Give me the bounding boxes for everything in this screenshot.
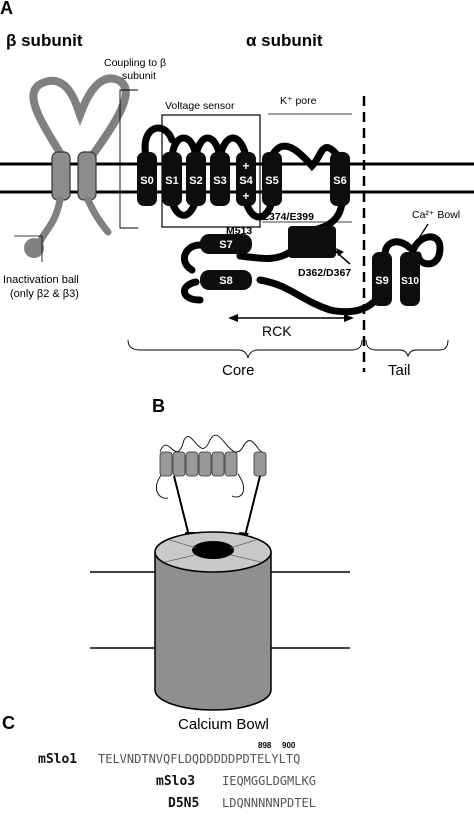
- segment-s2: S2: [186, 152, 206, 206]
- svg-text:S5: S5: [265, 175, 278, 187]
- svg-text:S2: S2: [189, 175, 202, 187]
- seq-name-d5n5: D5N5: [168, 796, 200, 811]
- seq-mslo1-text: TELVNDTNVQFLDQDDDDDPDTELYLTQ: [98, 752, 301, 766]
- svg-text:S7: S7: [219, 239, 232, 251]
- segment-s4: + S4 +: [236, 152, 256, 206]
- rck-arrow: [228, 314, 354, 322]
- channel-cylinder: [90, 531, 350, 711]
- ca-bowl-pointer: [413, 223, 429, 247]
- residue-900: 900: [282, 741, 296, 750]
- segment-s6: S6: [330, 152, 350, 206]
- d362-block: [288, 226, 351, 265]
- panel-a-label: A: [0, 0, 13, 18]
- voltage-sensor-label: Voltage sensor: [165, 100, 235, 112]
- seq-mslo3: IEQMGGLDGMLKG: [222, 774, 316, 788]
- seq-d5n5-text: LDQNNNNNPDTEL: [222, 796, 316, 810]
- svg-text:S6: S6: [333, 175, 346, 187]
- coupling-label-1: Coupling to β: [104, 57, 166, 69]
- segment-s8: S8: [200, 270, 252, 290]
- coupling-bracket: [119, 89, 138, 229]
- segment-s0: S0: [137, 152, 157, 206]
- beta-subunit-title: β subunit: [6, 31, 83, 50]
- rck-label: RCK: [262, 323, 292, 339]
- core-label: Core: [222, 362, 255, 379]
- tail-brace: [365, 339, 449, 358]
- svg-text:+: +: [242, 189, 249, 203]
- panel-b-label: B: [152, 396, 165, 416]
- segment-s3: S3: [210, 152, 230, 206]
- svg-text:S3: S3: [213, 175, 226, 187]
- seq-name-mslo3: mSlo3: [156, 774, 196, 789]
- svg-text:S10: S10: [401, 276, 419, 287]
- panel-c-label: C: [2, 713, 15, 733]
- segment-s1: S1: [162, 152, 182, 206]
- svg-text:S8: S8: [219, 275, 232, 287]
- segment-s7: S7: [200, 234, 252, 254]
- svg-text:S1: S1: [165, 175, 178, 187]
- calcium-bowl-title: Calcium Bowl: [178, 716, 269, 733]
- residue-898: 898: [258, 741, 272, 750]
- coupling-label-2: subunit: [122, 70, 156, 82]
- e374-label: E374/E399: [262, 211, 314, 223]
- alpha-subunit-title: α subunit: [246, 31, 323, 50]
- beta-subunit: [14, 74, 130, 262]
- ca-bowl-label: Ca²⁺ Bowl: [412, 209, 460, 221]
- segment-s9: S9: [372, 252, 392, 306]
- seq-mslo3-text: IEQMGGLDGMLKG: [222, 774, 316, 788]
- inactivation-label-2: (only β2 & β3): [10, 288, 79, 300]
- k-pore-label: K⁺ pore: [280, 95, 317, 107]
- core-brace: [127, 339, 363, 359]
- svg-text:S9: S9: [375, 275, 388, 287]
- svg-text:S0: S0: [140, 175, 153, 187]
- seq-name-mslo1: mSlo1: [38, 752, 78, 767]
- tail-label: Tail: [388, 362, 411, 379]
- d362-label: D362/D367: [298, 267, 351, 279]
- segment-s10: S10: [400, 252, 420, 306]
- seq-d5n5: LDQNNNNNPDTEL: [222, 796, 316, 810]
- segment-s5: S5: [262, 152, 282, 206]
- alpha-loops: [141, 124, 444, 316]
- seq-mslo1: TELVNDTNVQFLDQDDDDDPDTELYLTQ: [98, 752, 300, 766]
- svg-text:S4: S4: [239, 175, 253, 187]
- inactivation-label-1: Inactivation ball: [3, 274, 79, 286]
- channel-topology: [156, 434, 267, 544]
- svg-text:+: +: [242, 159, 249, 173]
